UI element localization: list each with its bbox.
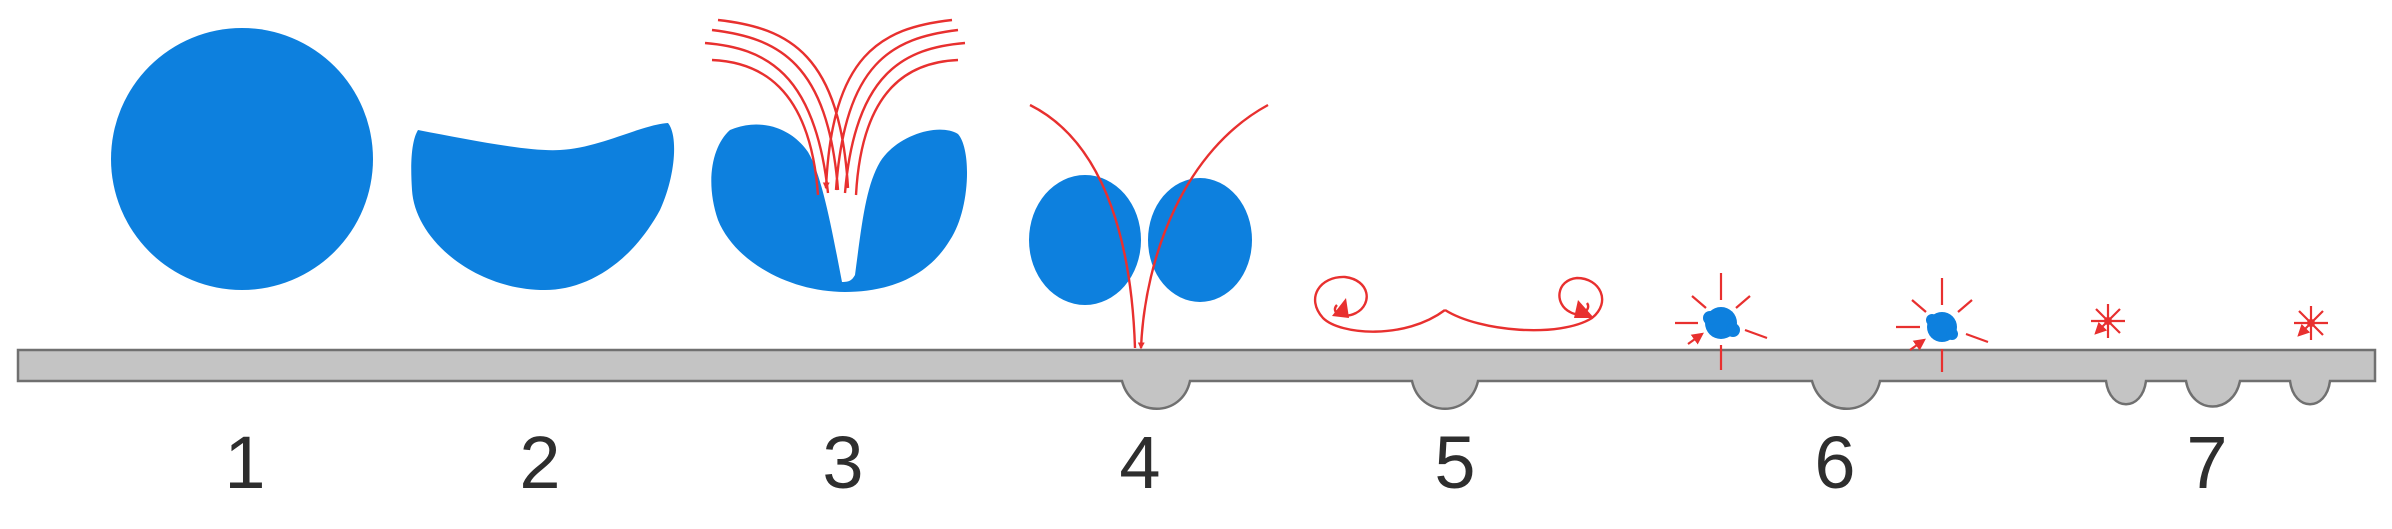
droplet-stage-3 (704, 18, 968, 293)
stage-label-2: 2 (519, 421, 560, 504)
surface-with-craters (16, 348, 2377, 410)
burst-7a (2091, 304, 2125, 338)
droplet-stage-1 (111, 28, 373, 290)
bubble-6a (1675, 273, 1768, 370)
bubble-6b (1896, 278, 1989, 372)
airflow-lines-stage-3 (704, 18, 966, 196)
vortices-stage-5 (1313, 275, 1604, 333)
stage-label-7: 7 (2186, 421, 2227, 504)
vortex-arrow-left (1332, 298, 1349, 318)
stage-label-6: 6 (1814, 421, 1855, 504)
stage-label-4: 4 (1119, 421, 1160, 504)
stage-label-1: 1 (224, 421, 265, 504)
droplet-stage-3-body (711, 124, 968, 293)
droplet-stage-4-left-lobe (1029, 175, 1141, 305)
vortex-arrow-right (1574, 300, 1594, 318)
burst-7b (2294, 306, 2328, 340)
droplet-stage-4-right-lobe (1148, 178, 1252, 302)
stage-label-3: 3 (822, 421, 863, 504)
droplet-stage-2 (411, 123, 675, 290)
burst-stage-7 (2091, 304, 2328, 340)
airflow-lines-stage-4 (1029, 103, 1269, 348)
bubble-collapse-stage-6 (1675, 273, 1989, 372)
stage-label-5: 5 (1434, 421, 1475, 504)
droplet-stage-4 (1029, 103, 1269, 348)
airflow-lines-stage-5 (1313, 275, 1604, 333)
